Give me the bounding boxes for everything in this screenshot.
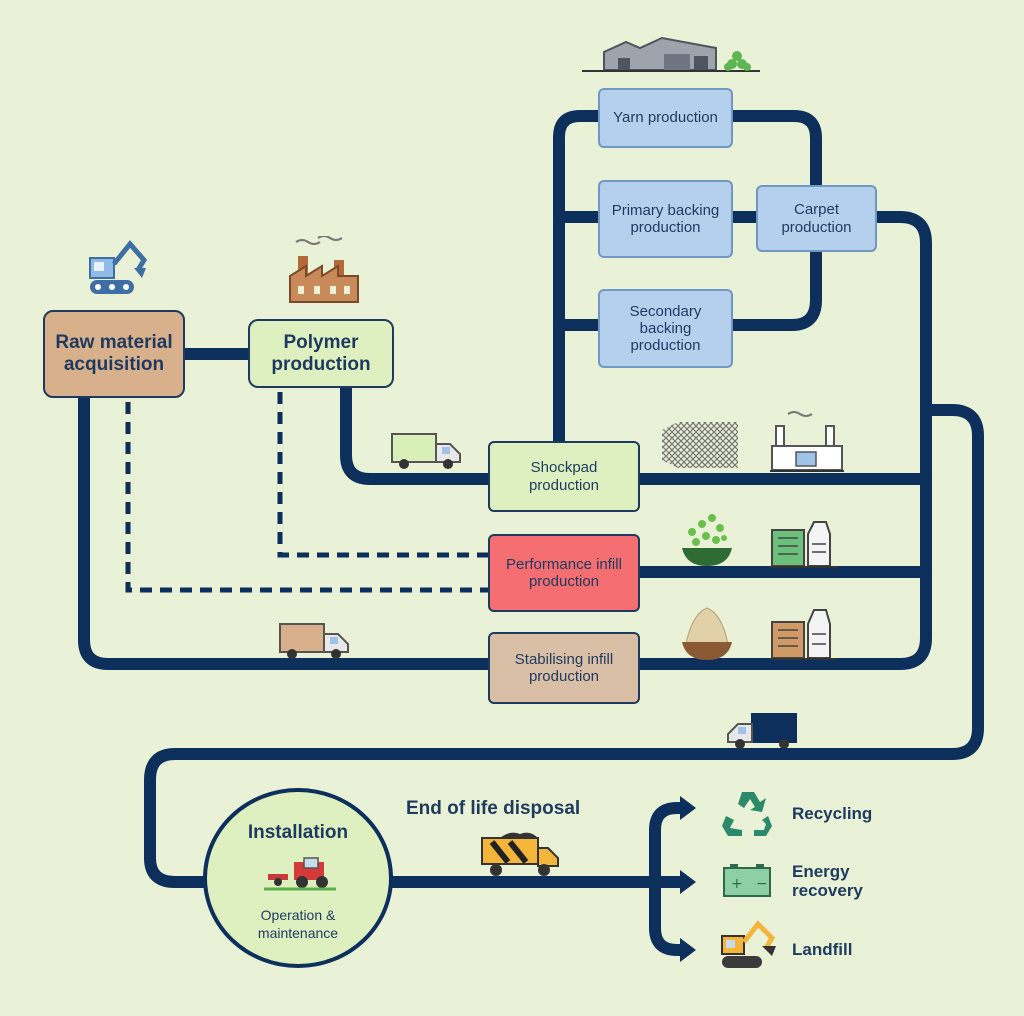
sand-bowl-icon [682,607,732,660]
primary-backing-label: Primary backing production [611,201,720,236]
carpet-box: Carpet production [756,185,877,252]
yarn-label: Yarn production [613,109,718,127]
dashed-raw-performance [125,402,488,593]
warehouse-icon [582,36,760,72]
pipe-carpet-trunk [634,211,932,670]
dump-truck-icon [481,832,559,876]
excavator-icon [89,240,148,294]
tractor-icon [264,857,336,891]
mesh-icon [662,422,738,468]
secondary-backing-label: Secondary backing production [629,302,702,355]
performance-infill-label: Performance infill production [506,555,622,590]
pipe-raw-stabilising [78,392,494,670]
energy-recovery-label: Energy recovery [792,862,863,900]
pipe-eol-branch [649,802,692,956]
raw-material-box: Raw material acquisition [43,310,185,398]
truck-icon [279,623,349,659]
pipe-polymer-shockpad [340,382,494,485]
truck-icon [391,433,461,469]
arrow-energy [680,870,696,894]
primary-backing-box: Primary backing production [598,180,733,258]
svg-text:−: − [756,876,768,892]
arrow-landfill [680,938,696,962]
secondary-backing-box: Secondary backing production [598,289,733,368]
polymer-label: Polymer production [271,331,371,375]
end-of-life-title: End of life disposal [406,798,581,819]
carpet-label: Carpet production [781,201,852,236]
battery-icon: + − [723,864,771,897]
stabilising-infill-label: Stabilising infill production [514,650,614,685]
truck-icon [727,713,797,749]
building-icon [770,609,838,660]
recycle-icon [722,792,772,836]
polymer-box: Polymer production [248,319,394,388]
installation-label: Installation [247,822,349,843]
pipe-to-installation [144,404,984,888]
landfill-label: Landfill [792,940,853,959]
building-icon [770,521,838,568]
shockpad-box: Shockpad production [488,441,640,512]
stabilising-infill-box: Stabilising infill production [488,632,640,704]
plant-icon [770,411,844,472]
excavator-icon [721,920,776,968]
operation-label: Operation & maintenance [257,907,339,942]
raw-material-label: Raw material acquisition [55,332,173,375]
shockpad-label: Shockpad production [528,459,600,494]
yarn-box: Yarn production [598,88,733,148]
factory-icon [289,236,359,303]
arrow-recycling [680,796,696,820]
seed-bowl-icon [682,514,732,566]
recycling-label: Recycling [792,804,873,823]
svg-text:+: + [731,876,743,892]
dashed-polymer-performance [277,392,488,558]
pipe-shockpad-trunk [553,110,604,447]
performance-infill-box: Performance infill production [488,534,640,612]
